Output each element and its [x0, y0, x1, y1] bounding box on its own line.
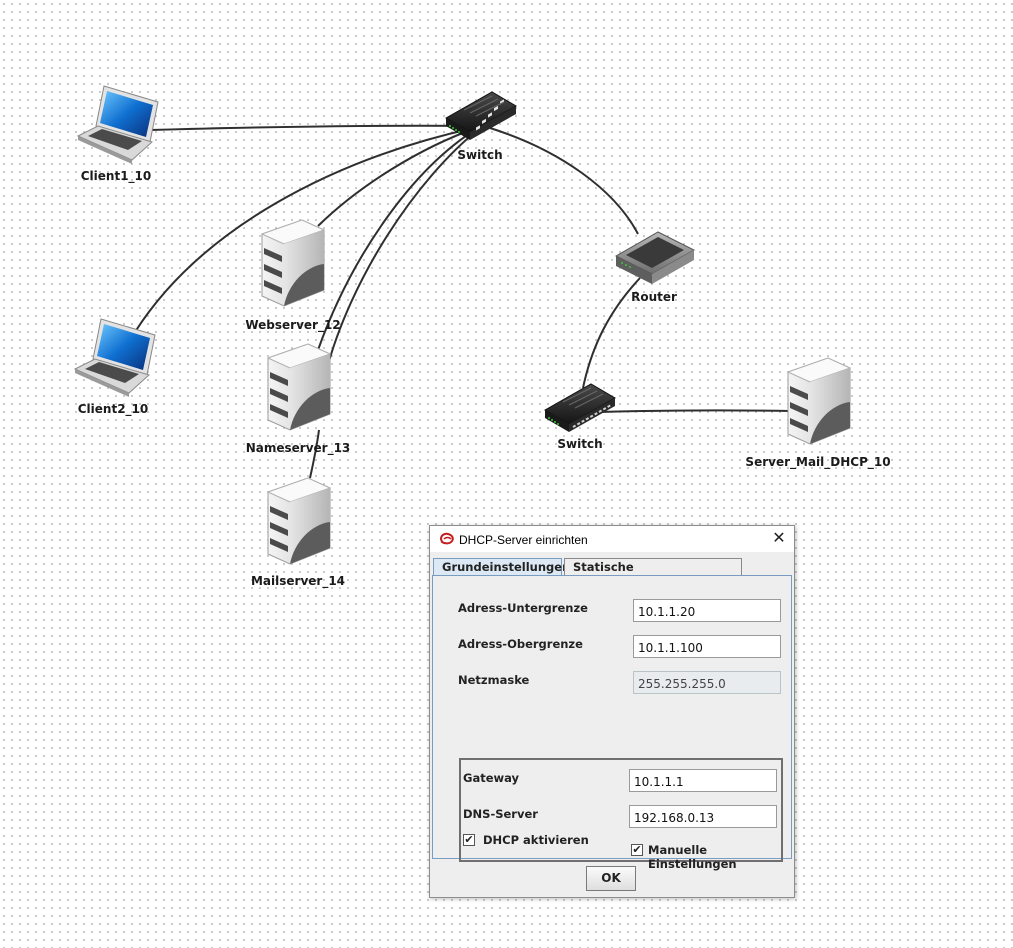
- server-mail-dhcp-label: Server_Mail_DHCP_10: [745, 455, 891, 469]
- manual-settings-group: Gateway 10.1.1.1 DNS-Server 192.168.0.13…: [459, 758, 783, 871]
- gateway-input[interactable]: 10.1.1.1: [629, 769, 777, 792]
- server-icon[interactable]: [260, 219, 326, 307]
- checkmark-icon: ✔: [632, 844, 642, 856]
- tab-panel: Adress-Untergrenze 10.1.1.20 Adress-Ober…: [432, 575, 792, 871]
- dhcp-dialog: DHCP-Server einrichten ✕ Grundeinstellun…: [429, 525, 795, 898]
- server-icon[interactable]: [266, 477, 332, 565]
- cable-client2-switch[interactable]: [134, 127, 475, 333]
- cable-switch2-server[interactable]: [599, 409, 791, 413]
- upper-bound-label: Adress-Obergrenze: [458, 637, 583, 651]
- cable-switch-router[interactable]: [489, 127, 639, 235]
- ok-button[interactable]: OK: [586, 866, 636, 891]
- upper-bound-input[interactable]: 10.1.1.100: [633, 635, 781, 658]
- netmask-label: Netzmaske: [458, 673, 530, 687]
- switch-icon[interactable]: [543, 383, 617, 432]
- lower-bound-label: Adress-Untergrenze: [458, 601, 588, 615]
- tab-statische-adresszuweisung[interactable]: Statische Adresszuweisung: [564, 558, 742, 591]
- close-button[interactable]: ✕: [764, 526, 794, 552]
- nameserver-label: Nameserver_13: [245, 441, 351, 455]
- cable-router-switch2[interactable]: [582, 277, 641, 389]
- tab-grundeinstellungen[interactable]: Grundeinstellungen: [433, 558, 570, 575]
- laptop-icon[interactable]: [76, 85, 159, 164]
- app-icon: [439, 532, 454, 545]
- dns-server-label: DNS-Server: [463, 807, 538, 821]
- cable-nameserver-switch-b[interactable]: [325, 127, 481, 373]
- cable-webserver-switch[interactable]: [317, 127, 477, 227]
- client2-label: Client2_10: [77, 402, 149, 416]
- dialog-title: DHCP-Server einrichten: [459, 533, 588, 547]
- lower-bound-input[interactable]: 10.1.1.20: [633, 599, 781, 622]
- manual-settings-checkbox[interactable]: ✔: [631, 844, 643, 856]
- client1-label: Client1_10: [80, 169, 152, 183]
- netmask-field: 255.255.255.0: [633, 671, 781, 694]
- cable-client1-switch[interactable]: [149, 124, 475, 131]
- mailserver-label: Mailserver_14: [250, 574, 346, 588]
- switch2-label: Switch: [557, 437, 603, 451]
- laptop-icon[interactable]: [73, 318, 156, 397]
- dns-server-input[interactable]: 192.168.0.13: [629, 805, 777, 828]
- gateway-label: Gateway: [463, 771, 520, 785]
- close-icon: ✕: [772, 530, 786, 547]
- checkmark-icon: ✔: [464, 834, 474, 846]
- switch-label: Switch: [457, 148, 503, 162]
- manual-settings-label: Manuelle Einstellungen: [648, 843, 737, 871]
- dialog-titlebar[interactable]: DHCP-Server einrichten ✕: [430, 526, 794, 552]
- cable-mailserver-nameserver[interactable]: [309, 429, 320, 479]
- cable-nameserver-switch-a[interactable]: [317, 127, 479, 351]
- dhcp-enable-label: DHCP aktivieren: [483, 833, 589, 847]
- server-icon[interactable]: [266, 343, 332, 431]
- server-icon[interactable]: [786, 357, 852, 445]
- dhcp-enable-checkbox[interactable]: ✔: [463, 834, 475, 846]
- router-icon[interactable]: [614, 231, 696, 284]
- webserver-label: Webserver_12: [245, 318, 341, 332]
- router-label: Router: [631, 290, 677, 304]
- switch-icon[interactable]: [444, 91, 518, 140]
- cables: [134, 124, 791, 479]
